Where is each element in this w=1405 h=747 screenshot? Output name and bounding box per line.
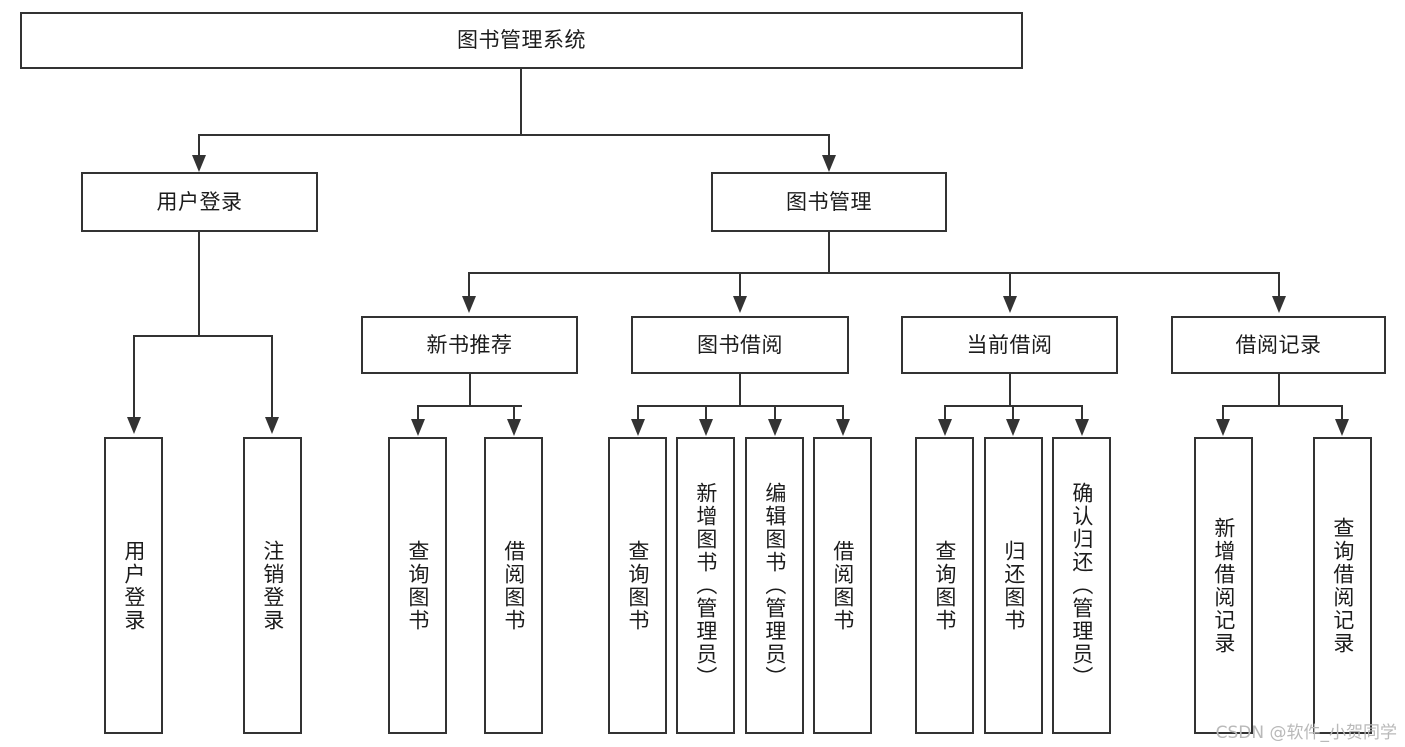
node-label: 新增图书（管理员） [693,482,718,689]
node-borrow-record[interactable]: 借阅记录 [1171,316,1386,374]
leaf-borrow-record-0[interactable]: 新增借阅记录 [1194,437,1253,734]
arrow-book-borrow-child-3 [836,419,850,436]
node-label: 借阅图书 [501,539,526,632]
node-label: 借阅记录 [1235,332,1322,357]
node-label: 注销登录 [260,539,285,632]
arrow-user-login-child-0 [127,417,141,434]
node-label: 新增借阅记录 [1211,516,1236,655]
connector-current-borrow-stem [1009,374,1011,407]
connector-borrow-record-child-1 [1341,405,1343,421]
leaf-new-book-recommend-0[interactable]: 查询图书 [388,437,447,734]
leaf-book-borrow-1[interactable]: 新增图书（管理员） [676,437,735,734]
connector-root-to-book-manage [828,134,830,158]
connector-new-book-recommend-stem [469,374,471,407]
leaf-book-borrow-3[interactable]: 借阅图书 [813,437,872,734]
arrow-current-borrow-child-2 [1075,419,1089,436]
csdn-watermark: CSDN @软件_小贺同学 [1215,723,1397,743]
arrow-book-borrow-child-2 [768,419,782,436]
node-label: 查询图书 [625,539,650,632]
arrow-user-login-child-1 [265,417,279,434]
leaf-book-borrow-2[interactable]: 编辑图书（管理员） [745,437,804,734]
leaf-borrow-record-1[interactable]: 查询借阅记录 [1313,437,1372,734]
node-book-manage[interactable]: 图书管理 [711,172,947,232]
leaf-user-login-0[interactable]: 用户登录 [104,437,163,734]
connector-book-manage-child-3 [1278,272,1280,298]
node-label: 确认归还（管理员） [1069,482,1094,689]
arrow-borrow-record-child-1 [1335,419,1349,436]
connector-current-borrow-child-1 [1012,405,1014,421]
node-label: 查询借阅记录 [1330,516,1355,655]
arrow-current-borrow-child-1 [1006,419,1020,436]
connector-new-book-recommend-child-1 [513,405,515,421]
connector-root-to-user-login [198,134,200,158]
node-label: 图书借阅 [697,332,783,357]
connector-root-stem [520,69,522,135]
leaf-book-borrow-0[interactable]: 查询图书 [608,437,667,734]
connector-new-book-recommend-child-0 [417,405,419,421]
connector-book-borrow-child-3 [842,405,844,421]
leaf-new-book-recommend-1[interactable]: 借阅图书 [484,437,543,734]
connector-borrow-record-child-0 [1222,405,1224,421]
leaf-user-login-1[interactable]: 注销登录 [243,437,302,734]
node-label: 查询图书 [405,539,430,632]
arrow-new-book-recommend-child-1 [507,419,521,436]
arrow-borrow-record-child-0 [1216,419,1230,436]
connector-user-login-bar [133,335,272,337]
connector-current-borrow-child-0 [944,405,946,421]
node-label: 编辑图书（管理员） [762,482,787,689]
connector-book-manage-bar [468,272,1280,274]
arrow-book-manage-child-0 [462,296,476,313]
connector-user-login-stem [198,232,200,336]
node-label: 图书管理 [786,189,872,214]
node-label: 当前借阅 [966,332,1053,357]
connector-book-borrow-stem [739,374,741,407]
connector-new-book-recommend-bar [417,405,522,407]
node-label: 借阅图书 [830,539,855,632]
connector-book-borrow-child-2 [774,405,776,421]
connector-book-manage-stem [828,232,830,274]
leaf-current-borrow-1[interactable]: 归还图书 [984,437,1043,734]
arrow-root-to-book-manage [822,155,836,172]
connector-borrow-record-bar [1222,405,1342,407]
connector-current-borrow-child-2 [1081,405,1083,421]
arrow-root-to-user-login [192,155,206,172]
arrow-book-borrow-child-1 [699,419,713,436]
arrow-current-borrow-child-0 [938,419,952,436]
node-user-login[interactable]: 用户登录 [81,172,318,232]
node-label: 图书管理系统 [457,28,586,53]
connector-root-bar [198,134,830,136]
arrow-book-manage-child-2 [1003,296,1017,313]
node-label: 查询图书 [932,539,957,632]
arrow-book-borrow-child-0 [631,419,645,436]
connector-borrow-record-stem [1278,374,1280,407]
arrow-book-manage-child-3 [1272,296,1286,313]
connector-user-login-child-1 [271,335,273,419]
leaf-current-borrow-2[interactable]: 确认归还（管理员） [1052,437,1111,734]
node-new-book-recommend[interactable]: 新书推荐 [361,316,578,374]
connector-book-manage-child-1 [739,272,741,298]
node-label: 归还图书 [1001,539,1026,632]
node-label: 用户登录 [156,189,243,214]
node-root-system[interactable]: 图书管理系统 [20,12,1023,69]
connector-book-manage-child-2 [1009,272,1011,298]
arrow-book-manage-child-1 [733,296,747,313]
connector-user-login-child-0 [133,335,135,419]
leaf-current-borrow-0[interactable]: 查询图书 [915,437,974,734]
node-book-borrow[interactable]: 图书借阅 [631,316,849,374]
connector-book-borrow-child-0 [637,405,639,421]
connector-book-manage-child-0 [468,272,470,298]
node-label: 新书推荐 [426,332,513,357]
node-label: 用户登录 [121,539,146,632]
connector-book-borrow-bar [637,405,844,407]
node-current-borrow[interactable]: 当前借阅 [901,316,1118,374]
connector-book-borrow-child-1 [705,405,707,421]
arrow-new-book-recommend-child-0 [411,419,425,436]
